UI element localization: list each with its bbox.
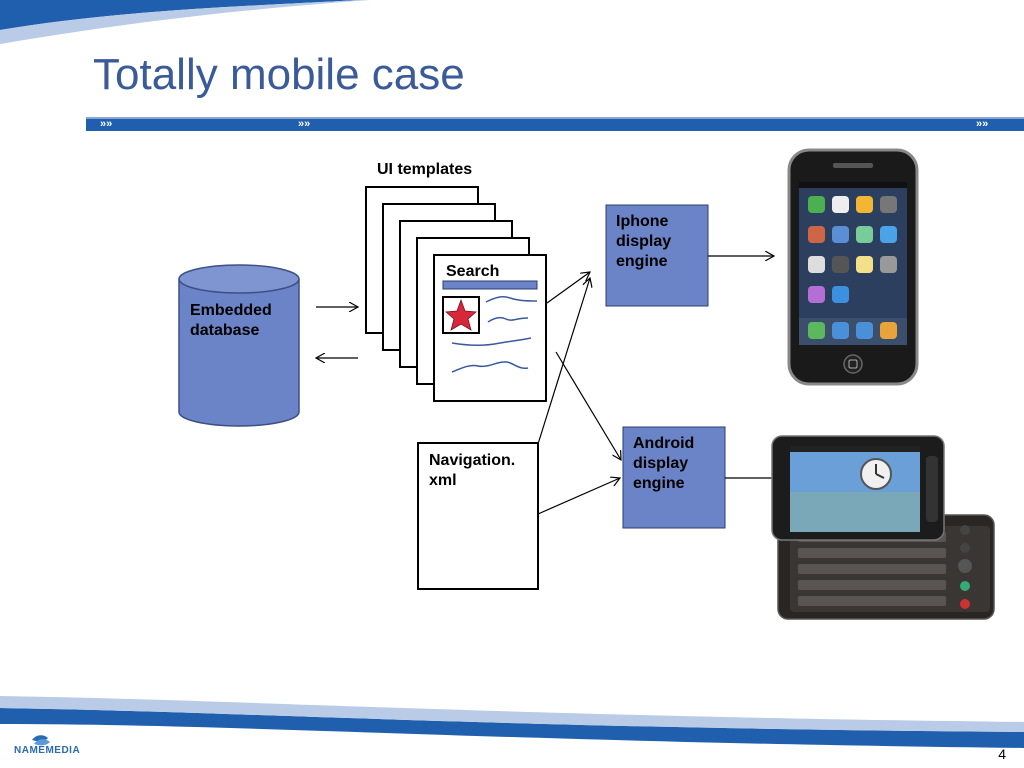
squiggle-icon [485,296,538,303]
page-title: Totally mobile case [93,50,465,99]
android-device-icon [771,435,995,620]
bottom-banner-highlight [0,696,1024,732]
bottom-banner-swoosh [0,708,1024,748]
search-bar-icon [442,280,538,290]
squiggle-icon [487,316,529,323]
chevron-icon: »» [976,118,989,130]
iphone-engine-label: Iphone display engine [616,213,672,270]
arrow-nav-to-android [537,478,620,515]
iphone-engine-box [605,204,709,307]
namemedia-logo-icon [32,735,50,746]
chevron-icon: »» [100,118,113,130]
database-label: Embedded database [190,302,272,339]
squiggle-icon [451,337,532,346]
page-number: 4 [998,746,1006,762]
android-engine-label: Android display engine [633,435,695,492]
red-star-icon [445,298,477,331]
iphone-device-icon [787,148,919,386]
namemedia-logo-text: NAMEMEDIA [14,745,81,756]
squiggle-icon [451,361,529,373]
arrow-templates-to-android [555,351,621,460]
database-cylinder-icon [178,264,300,427]
android-engine-box [622,426,726,529]
arrow-nav-to-iphone [537,278,590,445]
chevron-icon: »» [298,118,311,130]
title-divider-bar [86,117,1024,131]
navigation-xml-label: Navigation. xml [429,452,516,489]
search-label: Search [446,263,500,280]
top-banner-swoosh [0,0,370,44]
ui-templates-label: UI templates [377,161,473,178]
navigation-xml-box [417,442,539,590]
